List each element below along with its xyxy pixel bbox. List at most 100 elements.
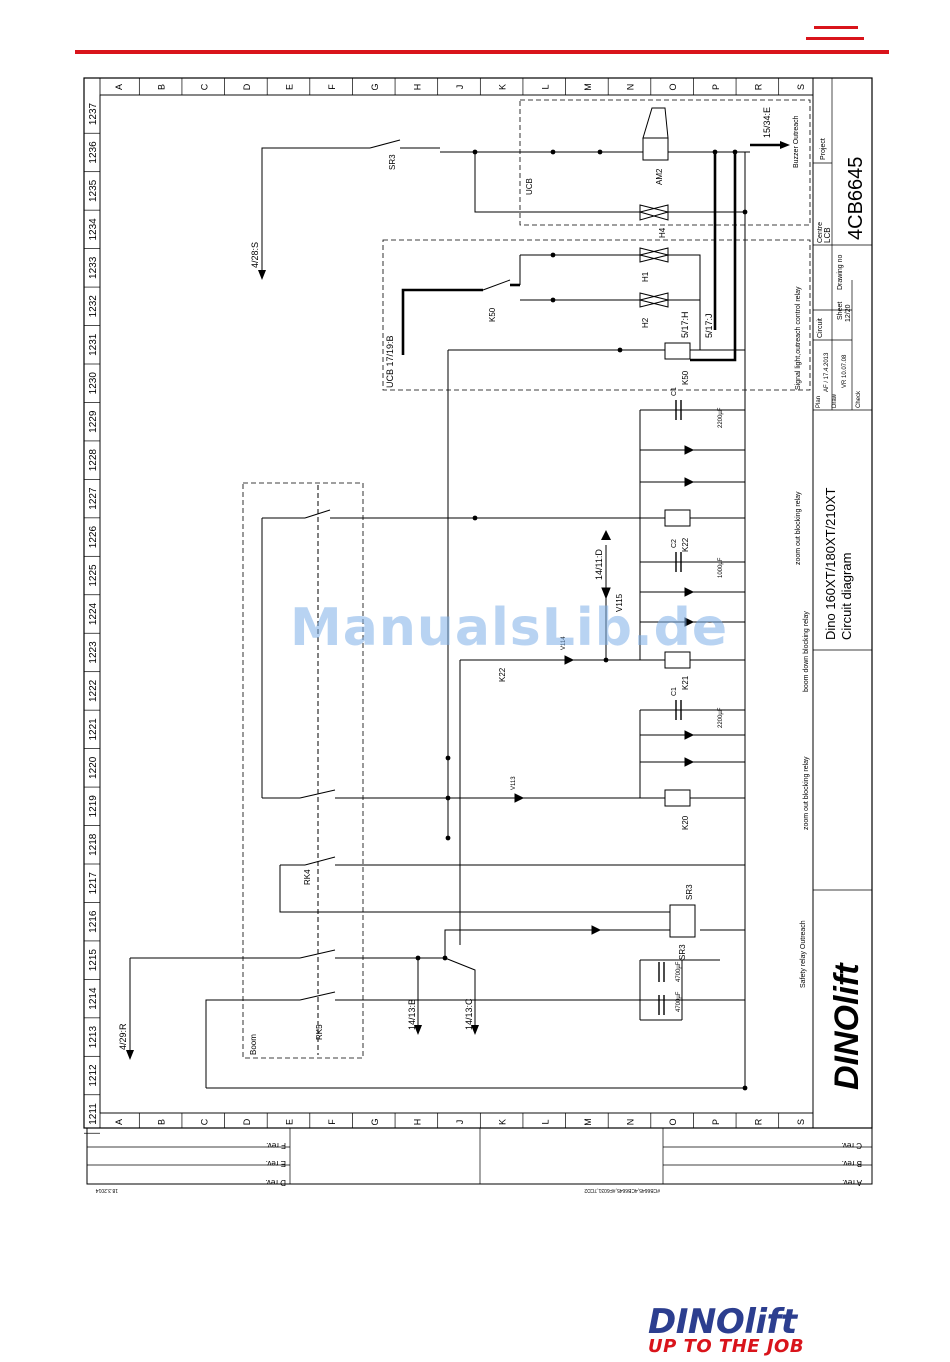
ref-517j: 5/17:J	[704, 313, 714, 338]
centre-value: LCB	[823, 227, 832, 243]
label-k22-contact: K22	[498, 667, 507, 682]
plan-label: Plan	[816, 396, 822, 408]
header-rule	[75, 50, 889, 54]
label-k50: K50	[681, 370, 690, 385]
row-label: 1212	[88, 1064, 99, 1087]
column-label: K	[498, 84, 508, 90]
label-h1: H1	[641, 271, 650, 282]
row-label: 1236	[88, 141, 99, 164]
draw-value: VR 10.07.08	[842, 354, 848, 388]
relay-k20	[664, 789, 691, 807]
label-boom-block: boom down blocking relay	[803, 611, 810, 692]
label-k21: K21	[681, 675, 690, 690]
column-label: P	[711, 84, 721, 90]
row-label: 1228	[88, 449, 99, 472]
diode-v66	[684, 587, 695, 597]
label-ucb1: UCB	[525, 178, 534, 195]
column-label: O	[668, 83, 678, 90]
label-safety-relay: Safety relay Outreach	[800, 920, 807, 988]
buzzer-am2	[642, 137, 669, 161]
sheet-label: Sheet	[837, 302, 844, 320]
row-label: 1224	[88, 602, 99, 625]
relay-sr3	[669, 904, 696, 938]
diode-v113	[514, 793, 525, 803]
column-label: S	[796, 1119, 806, 1125]
footer-tagline: UP TO THE JOB	[648, 1336, 805, 1357]
row-label: 1231	[88, 333, 99, 356]
doc-title: Circuit diagram	[839, 553, 854, 640]
label-c2: C2	[671, 539, 678, 548]
row-label: 1226	[88, 526, 99, 549]
product-title: Dino 160XT/180XT/210XT	[823, 487, 838, 640]
row-label: 1211	[88, 1103, 99, 1125]
column-label: R	[753, 83, 763, 90]
label-rk4: RK4	[303, 869, 312, 885]
label-v115: V115	[615, 593, 624, 612]
column-label: K	[498, 1119, 508, 1125]
hamburger-icon[interactable]	[806, 24, 874, 48]
buzzer-horn	[642, 107, 669, 139]
footer-brand: DINOlift	[648, 1302, 797, 1342]
row-label: 1235	[88, 179, 99, 202]
column-label: J	[455, 1120, 465, 1125]
column-label: L	[540, 1119, 550, 1124]
rev-e: E rev.	[266, 1159, 286, 1168]
rev-b: B rev.	[842, 1159, 862, 1168]
column-label: F	[327, 1119, 337, 1125]
label-signal-light: Signal light,outreach control relay	[795, 286, 802, 390]
plan-value: AF / 17.4.2013	[824, 352, 830, 392]
row-label: 1233	[88, 256, 99, 279]
label-cap-4700-b: 4700µF	[676, 991, 682, 1012]
row-labels: 1211121212131214121512161217121812191220…	[84, 102, 100, 1134]
label-sr3-top: SR3	[388, 154, 397, 170]
row-label: 1215	[88, 949, 99, 972]
row-label: 1218	[88, 833, 99, 856]
menu-bar-1	[814, 26, 858, 29]
column-label: G	[370, 83, 380, 90]
label-h4: H4	[658, 227, 667, 238]
lamp-h2	[639, 292, 669, 308]
diode-v115	[601, 587, 611, 600]
label-buzzer: Buzzer Outreach	[793, 115, 800, 168]
label-c1-top: C1	[671, 387, 678, 396]
lamp-h1	[639, 247, 669, 263]
column-label: R	[753, 1118, 763, 1125]
diode-v114	[564, 655, 575, 665]
label-sr3-coil: SR3	[685, 884, 694, 900]
column-label: O	[668, 1118, 678, 1125]
column-label: N	[626, 84, 636, 91]
rev-d: D rev.	[265, 1178, 286, 1187]
label-v114: V114	[561, 636, 567, 650]
diode-v67	[684, 445, 695, 455]
circuit-label: Circuit	[817, 318, 824, 338]
label-am2: AM2	[655, 168, 664, 185]
label-cap-1000: 1000µF	[718, 557, 724, 578]
label-c1-mid: C1	[671, 687, 678, 696]
label-zoom-block-2: zoom out blocking relay	[803, 756, 810, 830]
column-label: L	[540, 84, 550, 89]
row-label: 1225	[88, 564, 99, 587]
project-label: Project	[820, 138, 827, 160]
label-k22: K22	[681, 537, 690, 552]
bottom-note: #CB6645,4CB6645,#F6031,7CD2	[584, 1187, 660, 1193]
label-rk5: RK5	[315, 1024, 324, 1040]
date-note: 18.3.2014	[96, 1187, 118, 1193]
centre-label: Centre	[817, 222, 824, 243]
row-label: 1213	[88, 1026, 99, 1049]
relay-k21	[664, 651, 691, 669]
row-label: 1229	[88, 410, 99, 433]
label-zoom-block-1: zoom out blocking relay	[795, 491, 802, 565]
rev-f: F rev.	[266, 1141, 286, 1150]
rev-c: C rev.	[841, 1141, 862, 1150]
label-cap-4700-a: 4700µF	[676, 961, 682, 982]
ref-1534e: 15/34:E	[762, 107, 772, 138]
column-label: P	[711, 1119, 721, 1125]
footer-logo[interactable]: DINOlift UP TO THE JOB	[648, 1302, 848, 1362]
column-label: A	[114, 84, 124, 90]
ref-1413b: 14/13:B	[407, 999, 417, 1030]
column-label: H	[412, 84, 422, 91]
diode-v26	[684, 617, 695, 627]
column-label: H	[412, 1119, 422, 1126]
